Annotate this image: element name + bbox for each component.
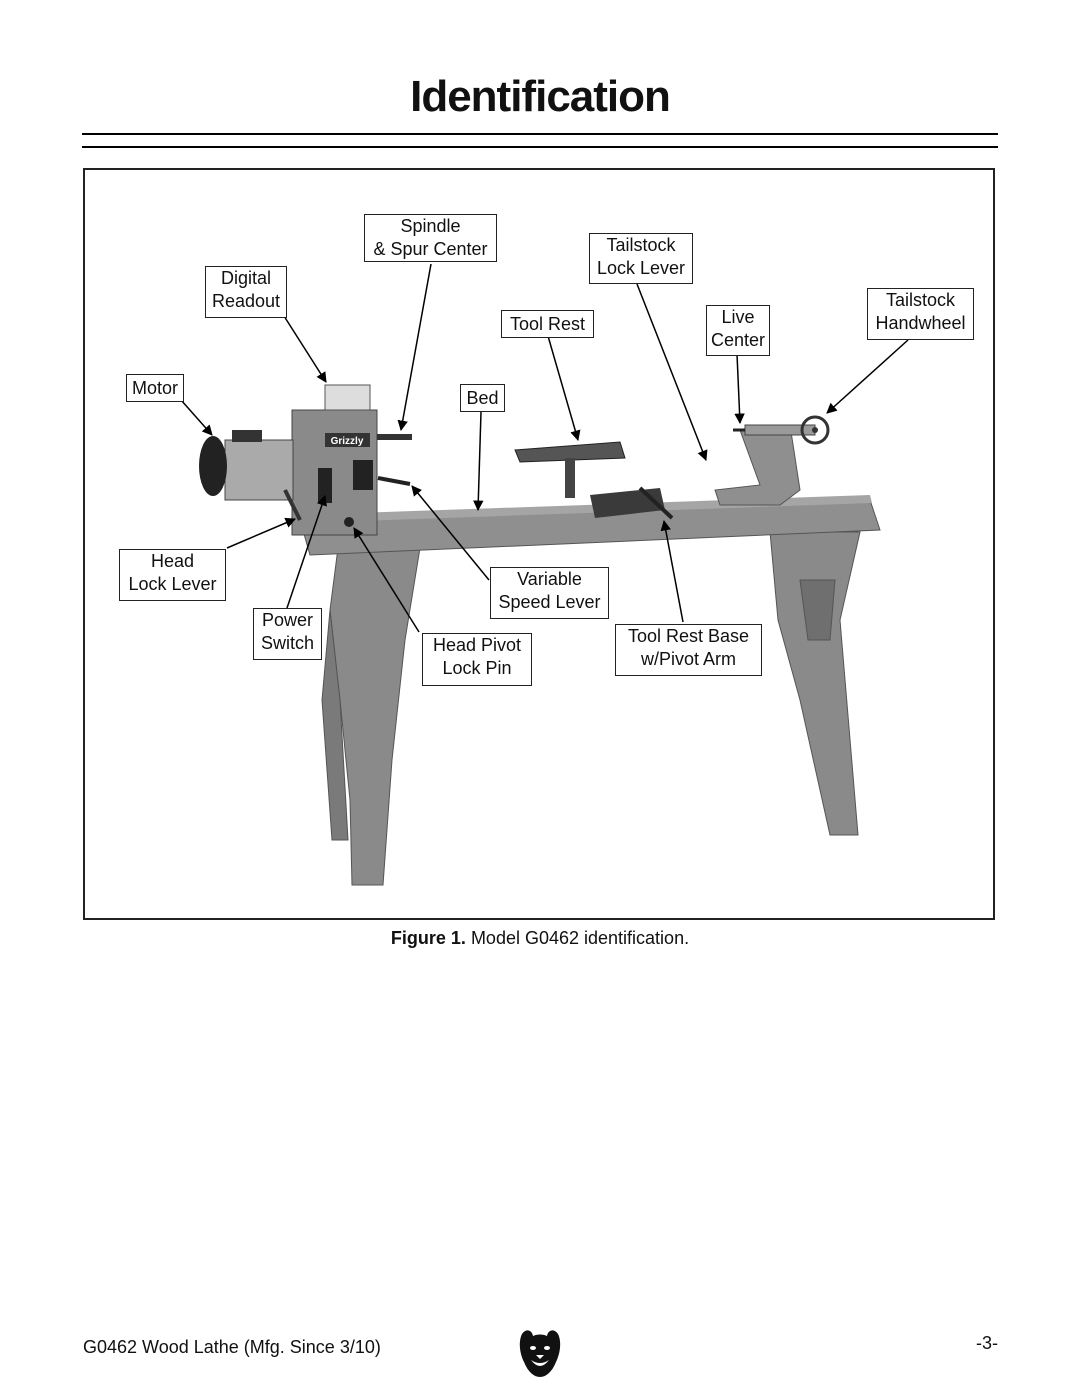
label-bed: Bed xyxy=(460,384,505,412)
page-title: Identification xyxy=(410,72,671,121)
label-head-pivot-lock-pin: Head Pivot Lock Pin xyxy=(422,633,532,686)
headstock: Grizzly xyxy=(291,384,412,536)
label-live-center: Live Center xyxy=(706,305,770,356)
page-number: -3- xyxy=(976,1333,998,1353)
lathe-illustration: Grizzly xyxy=(180,263,909,886)
motor xyxy=(199,430,302,521)
bear-head-icon xyxy=(518,1328,562,1383)
label-tailstock-handwheel: Tailstock Handwheel xyxy=(867,288,974,340)
tailstock xyxy=(714,415,830,506)
label-tool-rest-base-pivot-arm: Tool Rest Base w/Pivot Arm xyxy=(615,624,762,676)
label-variable-speed-lever: Variable Speed Lever xyxy=(490,567,609,619)
title-rule-top xyxy=(82,133,998,135)
label-spindle-spur-center: Spindle & Spur Center xyxy=(364,214,497,262)
label-tool-rest: Tool Rest xyxy=(501,310,594,338)
label-head-lock-lever: Head Lock Lever xyxy=(119,549,226,601)
figure-caption: Figure 1. Model G0462 identification. xyxy=(390,928,690,948)
footer-model-text: G0462 Wood Lathe (Mfg. Since 3/10) xyxy=(83,1337,381,1357)
label-motor: Motor xyxy=(126,374,184,402)
title-rule-bottom xyxy=(82,146,998,148)
label-tailstock-lock-lever: Tailstock Lock Lever xyxy=(589,233,693,284)
left-leg xyxy=(321,547,421,886)
label-power-switch: Power Switch xyxy=(253,608,322,660)
label-digital-readout: Digital Readout xyxy=(205,266,287,318)
callout-leaders xyxy=(180,263,909,633)
identification-figure: Grizzly xyxy=(83,168,995,920)
brand-plate: Grizzly xyxy=(331,436,364,447)
right-leg xyxy=(769,531,861,836)
tool-rest-assembly xyxy=(514,441,674,520)
